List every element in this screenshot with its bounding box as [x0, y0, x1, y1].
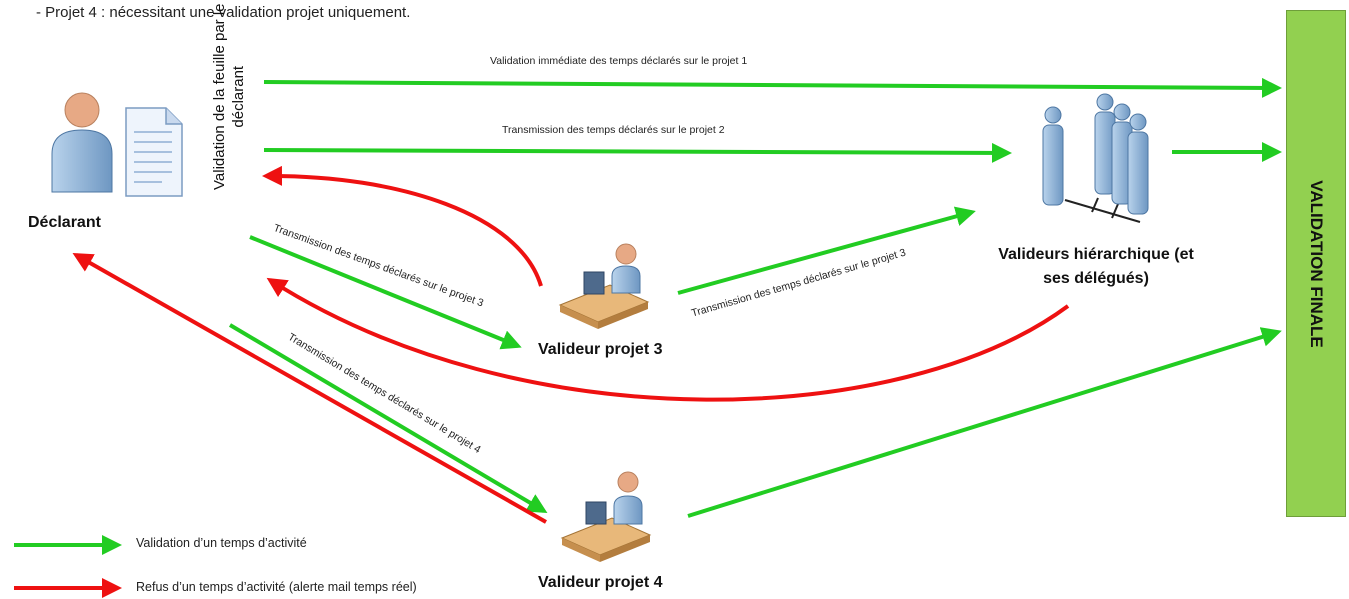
arrow-declarant-to-v3	[249, 235, 522, 350]
document-icon	[125, 107, 183, 197]
label-project1: Validation immédiate des temps déclarés …	[490, 55, 748, 67]
validator4-label: Valideur projet 4	[538, 574, 663, 591]
arrow-v3-to-hierarchy	[677, 206, 976, 295]
label-project2: Transmission des temps déclarés sur le p…	[502, 124, 725, 136]
validator3-label: Valideur projet 3	[538, 341, 663, 358]
hierarchy-group-icon	[1042, 93, 1149, 223]
declarant-label: Déclarant	[28, 214, 101, 231]
final-validation-box: VALIDATION FINALE	[1286, 10, 1346, 517]
declarant-person-icon	[51, 92, 113, 193]
arrow-hierarchy-refuse	[266, 277, 1070, 402]
validator3-desk-icon	[558, 243, 650, 329]
hierarchy-label-line2: ses délégués)	[1043, 270, 1149, 287]
sheet-validation-label: Validation de la feuille par le déclaran…	[210, 3, 248, 190]
final-validation-label: VALIDATION FINALE	[1307, 179, 1326, 348]
sheet-validation-line1: Validation de la feuille par le	[211, 3, 228, 190]
arrow-project2	[263, 142, 1012, 163]
arrow-v3-refuse	[262, 165, 543, 287]
legend-accept-label: Validation d’un temps d’activité	[136, 536, 307, 550]
arrow-declarant-to-v4	[228, 323, 548, 514]
legend-refuse-label: Refus d’un temps d’activité (alerte mail…	[136, 580, 417, 594]
sheet-validation-line2: déclarant	[230, 65, 247, 128]
hierarchy-label-line1: Valideurs hiérarchique (et	[998, 246, 1194, 263]
arrow-v4-refuse	[72, 253, 547, 524]
validator4-desk-icon	[560, 471, 652, 562]
hierarchy-label: Valideurs hiérarchique (et ses délégués)	[978, 243, 1214, 291]
arrow-project1	[263, 77, 1282, 98]
arrow-v4-to-final	[687, 327, 1282, 518]
header-text: - Projet 4 : nécessitant une validation …	[36, 4, 411, 21]
